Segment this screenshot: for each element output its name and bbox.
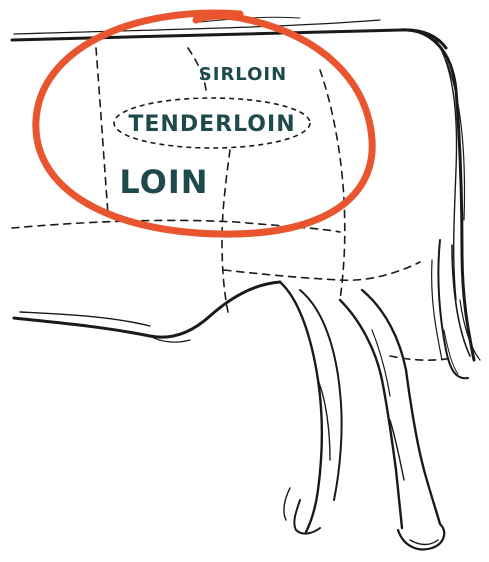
cut-lines [12,48,452,360]
left-hind-leg-outline [280,282,342,534]
right-hind-leg-outline [340,290,444,549]
rump-outline [400,30,474,360]
label-sirloin: SIRLOIN [199,64,287,85]
label-loin: LOIN [119,163,208,201]
belly-outline [14,282,280,342]
back-outline [12,17,446,48]
label-tenderloin: TENDERLOIN [128,112,295,137]
